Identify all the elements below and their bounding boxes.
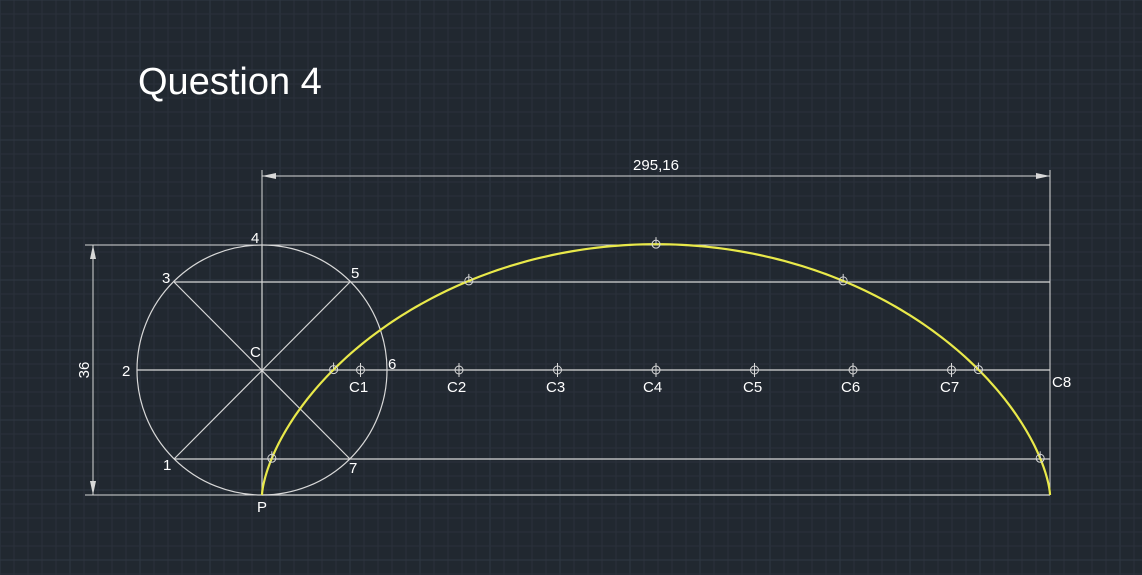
center-labels: C1 C2 C3 C4 C5 C6 C7 C8 [349,374,1071,396]
dim-text-vertical: 36 [76,362,93,379]
horizontal-dimension: 295,16 [261,157,1051,495]
label-point-6: 6 [388,356,396,373]
center-point-marker [750,363,759,377]
construction-lines [137,281,1050,496]
diagonal-1-5 [173,281,351,460]
dim-arrow-bottom [90,481,96,495]
label-point-1: 1 [163,457,171,474]
center-point-marker [454,363,464,377]
cycloid-point-marker [267,451,277,463]
dim-arrow-left [262,173,276,179]
label-c3: C3 [546,379,565,396]
label-center: C [250,344,261,361]
label-c1: C1 [349,379,368,396]
label-c8: C8 [1052,374,1071,391]
center-point-marker [651,363,661,377]
cycloid-point-marker [973,362,983,375]
label-c4: C4 [643,379,662,396]
dim-arrow-top [90,245,96,259]
dim-arrow-right [1036,173,1050,179]
label-point-4: 4 [251,230,259,247]
cycloid-point-marker [329,362,339,375]
label-c2: C2 [447,379,466,396]
center-point-marker [947,363,956,377]
center-point-marker [356,363,365,377]
dim-text-horizontal: 295,16 [633,157,679,174]
vertical-dimension: 36 [76,244,1050,496]
point-markers [267,237,1045,463]
circle-labels: C 1 2 3 4 5 6 7 P [122,230,396,516]
label-c5: C5 [743,379,762,396]
drawing-title: Question 4 [138,61,322,103]
cycloid-point-marker [838,273,848,286]
label-point-2: 2 [122,363,130,380]
label-c6: C6 [841,379,860,396]
cycloid-point-marker [1035,451,1045,463]
center-point-marker [848,363,858,377]
cycloid-point-marker [464,273,474,286]
label-point-5: 5 [351,265,359,282]
center-point-marker [553,363,562,377]
label-point-3: 3 [162,270,170,287]
label-c7: C7 [940,379,959,396]
cycloid-point-marker [651,237,661,249]
label-point-p: P [257,499,267,516]
label-point-7: 7 [349,460,357,477]
